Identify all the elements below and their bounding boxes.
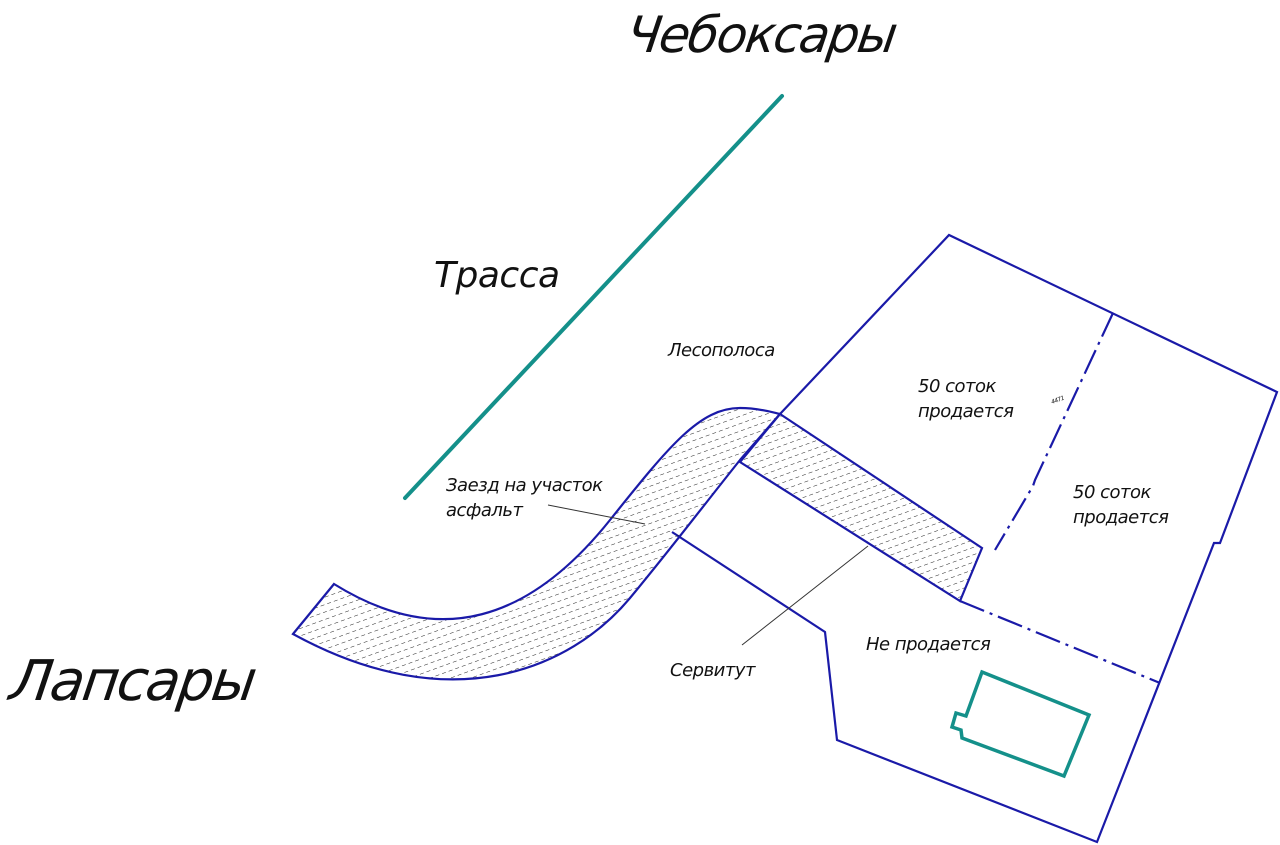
city-label-west: Лапсары — [4, 649, 260, 714]
land-boundary — [671, 233, 1279, 844]
plot-divider-line — [994, 312, 1114, 551]
boundary-marker-label: 4471 — [1050, 395, 1065, 406]
forest-strip-label: Лесополоса — [667, 340, 775, 361]
plot-a-label: 50 соток — [918, 376, 997, 397]
plot-a-label: продается — [918, 401, 1014, 422]
plot-b-label: 50 соток — [1073, 482, 1152, 503]
highway-line — [403, 94, 784, 500]
servitude-label: Сервитут — [670, 660, 756, 681]
access-road — [291, 406, 783, 681]
highway-label: Трасса — [434, 255, 560, 296]
not-for-sale-label: Не продается — [866, 634, 991, 655]
city-label-north: Чебоксары — [623, 5, 900, 64]
servitude-strip — [738, 412, 984, 603]
plot-b-label: продается — [1073, 507, 1169, 528]
building-outline — [949, 669, 1092, 779]
access-road-label: Заезд на участок — [446, 475, 603, 496]
servitude-leader — [741, 545, 869, 646]
plot-divider-line — [959, 599, 1161, 685]
access-road-leader — [547, 504, 646, 525]
access-road-label: асфальт — [446, 500, 523, 521]
